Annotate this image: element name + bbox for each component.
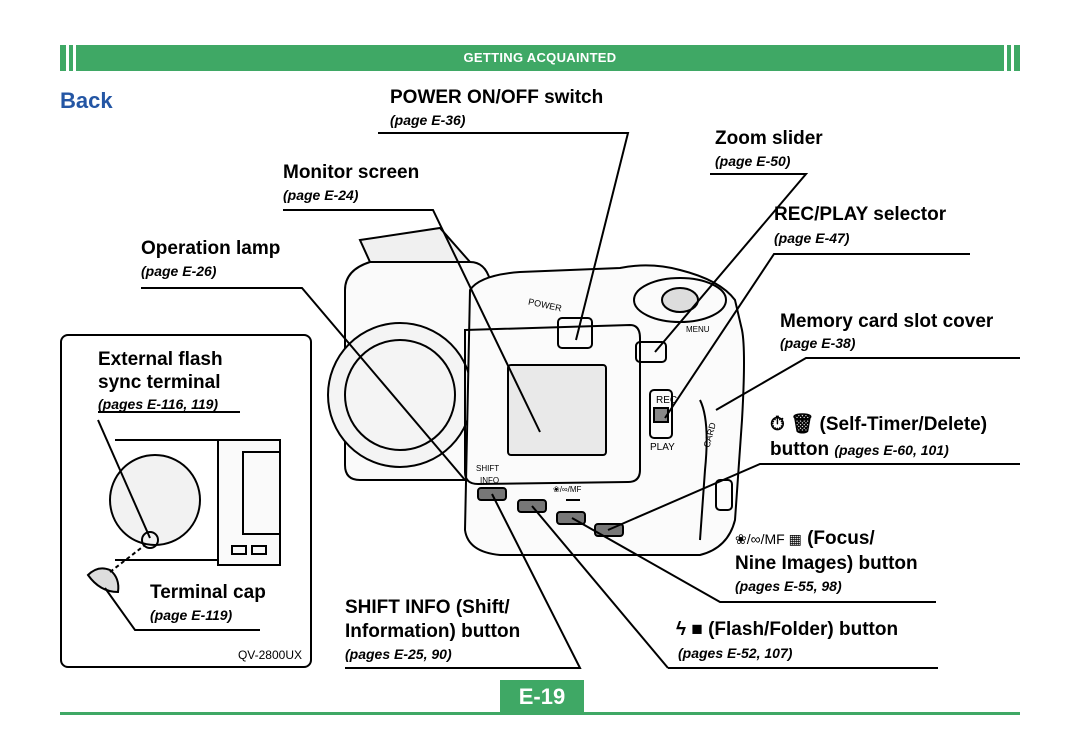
- marking-mf: ❀/∞/MF: [553, 485, 582, 494]
- callout-ext-flash-ref: (pages E-116, 119): [98, 396, 219, 412]
- callout-terminal-cap-ref: (page E-119): [150, 607, 233, 623]
- callout-shift-label-2: Information) button: [345, 621, 521, 642]
- callout-self-timer-label: (Self-Timer/Delete): [819, 414, 988, 435]
- callout-shift-label-1: SHIFT INFO (Shift/: [345, 597, 510, 618]
- flash-folder-icon: ϟ ■: [676, 619, 703, 640]
- callout-memory-ref: (page E-38): [780, 335, 856, 351]
- callout-zoom-label: Zoom slider: [715, 128, 823, 149]
- focus-nine-images-icon: ❀/∞/MF ▦: [735, 531, 802, 547]
- callout-power-ref: (page E-36): [390, 112, 466, 128]
- callout-shift-ref: (pages E-25, 90): [345, 646, 452, 662]
- callout-focus-label: (Focus/: [807, 528, 875, 549]
- callout-self-timer-label-2: button: [770, 439, 830, 460]
- marking-play: PLAY: [650, 442, 675, 453]
- callout-focus-ref: (pages E-55, 98): [735, 578, 842, 594]
- callout-zoom-ref: (page E-50): [715, 153, 791, 169]
- marking-menu: MENU: [686, 325, 710, 334]
- callout-ext-flash-label-1: External flash: [98, 349, 223, 370]
- inset-panel: QV-2800UX: [60, 334, 312, 668]
- self-timer-delete-icon: ⏱ 🗑: [770, 414, 815, 435]
- model-name: QV-2800UX: [237, 648, 302, 662]
- callout-terminal-cap-label: Terminal cap: [150, 582, 266, 603]
- callout-self-timer-ref: (pages E-60, 101): [834, 442, 949, 458]
- marking-info: INFO: [480, 476, 500, 485]
- section-title: Back: [60, 88, 113, 113]
- callout-ext-flash-label-2: sync terminal: [98, 372, 221, 393]
- section-header-title: GETTING ACQUAINTED: [463, 50, 617, 65]
- callout-monitor-ref: (page E-24): [283, 187, 359, 203]
- callout-flash-ref: (pages E-52, 107): [678, 645, 793, 661]
- marking-shift: SHIFT: [476, 464, 500, 473]
- callout-flash-label: (Flash/Folder) button: [708, 619, 899, 640]
- page-number: E-19: [500, 680, 584, 714]
- header-bar: GETTING ACQUAINTED: [60, 45, 1020, 71]
- callout-op-lamp-label: Operation lamp: [141, 238, 281, 259]
- callout-op-lamp-ref: (page E-26): [141, 263, 217, 279]
- callout-monitor-label: Monitor screen: [283, 162, 420, 183]
- callout-rec-play-label: REC/PLAY selector: [774, 204, 947, 225]
- marking-rec: REC: [656, 395, 678, 406]
- callout-memory-label: Memory card slot cover: [780, 311, 994, 332]
- callout-focus-label-2: Nine Images) button: [735, 553, 918, 574]
- callout-rec-play-ref: (page E-47): [774, 230, 850, 246]
- callout-power-label: POWER ON/OFF switch: [390, 87, 604, 108]
